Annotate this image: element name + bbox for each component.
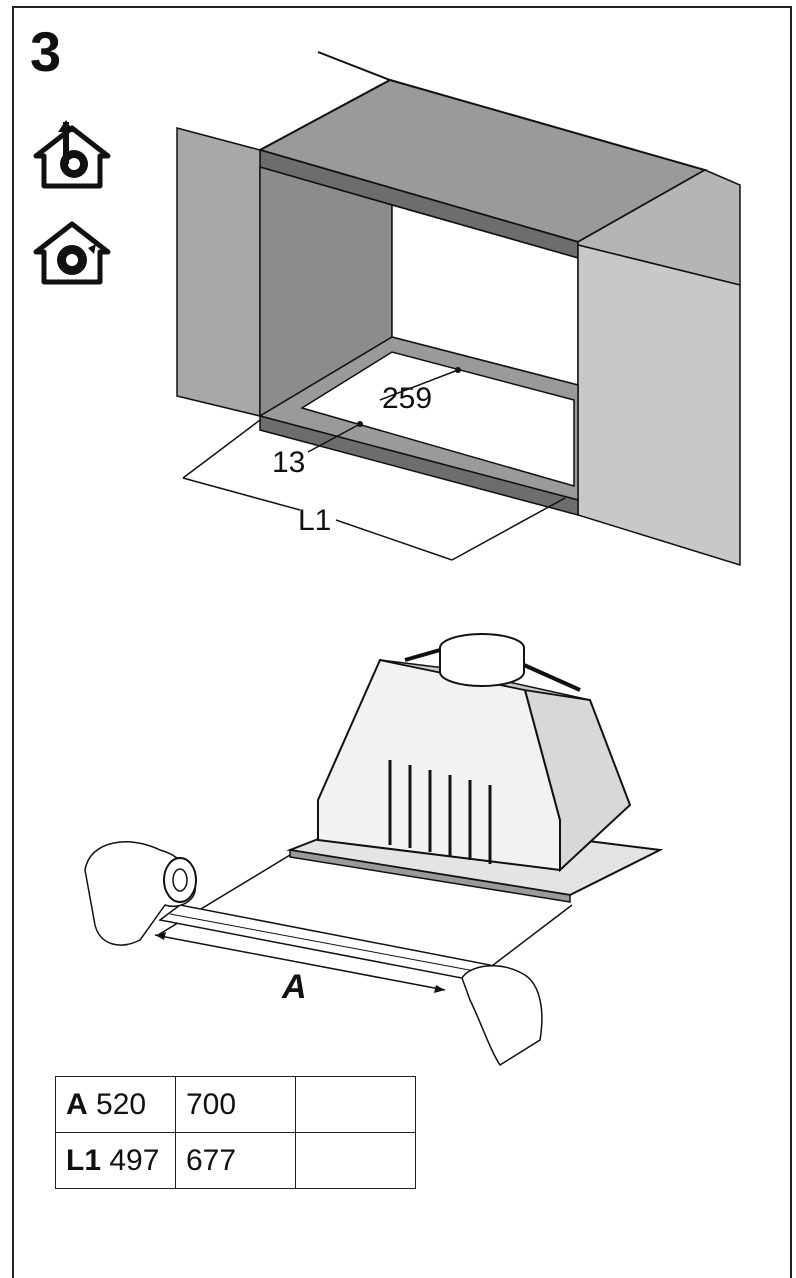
hood-illustration: A xyxy=(84,633,664,1067)
niche-illustration: 259 13 L1 xyxy=(176,51,741,567)
dim-depth-label: 259 xyxy=(382,382,432,415)
row-value-1: 520 xyxy=(96,1087,147,1121)
step-number: 3 xyxy=(30,20,62,83)
row-value-1: 497 xyxy=(109,1143,160,1177)
row-value-2: 700 xyxy=(186,1087,237,1121)
page-frame xyxy=(12,6,792,1278)
ducted-extraction-icon xyxy=(33,120,111,189)
table-cell: L1 497 xyxy=(55,1132,176,1189)
dim-a-label: A xyxy=(281,968,307,1006)
row-label: A xyxy=(66,1087,88,1121)
table-row: A 520 700 xyxy=(55,1076,416,1133)
table-cell: 677 xyxy=(175,1132,296,1189)
table-cell: A 520 xyxy=(55,1076,176,1133)
dim-width-label: L1 xyxy=(298,504,331,537)
table-cell xyxy=(295,1076,416,1133)
row-label: L1 xyxy=(66,1143,102,1177)
dimensions-table: A 520 700 L1 497 677 xyxy=(55,1076,416,1189)
table-row: L1 497 677 xyxy=(55,1132,416,1189)
table-cell: 700 xyxy=(175,1076,296,1133)
table-cell xyxy=(295,1132,416,1189)
dim-edge-label: 13 xyxy=(272,446,305,479)
recirculation-icon xyxy=(33,221,111,285)
row-value-2: 677 xyxy=(186,1143,237,1177)
